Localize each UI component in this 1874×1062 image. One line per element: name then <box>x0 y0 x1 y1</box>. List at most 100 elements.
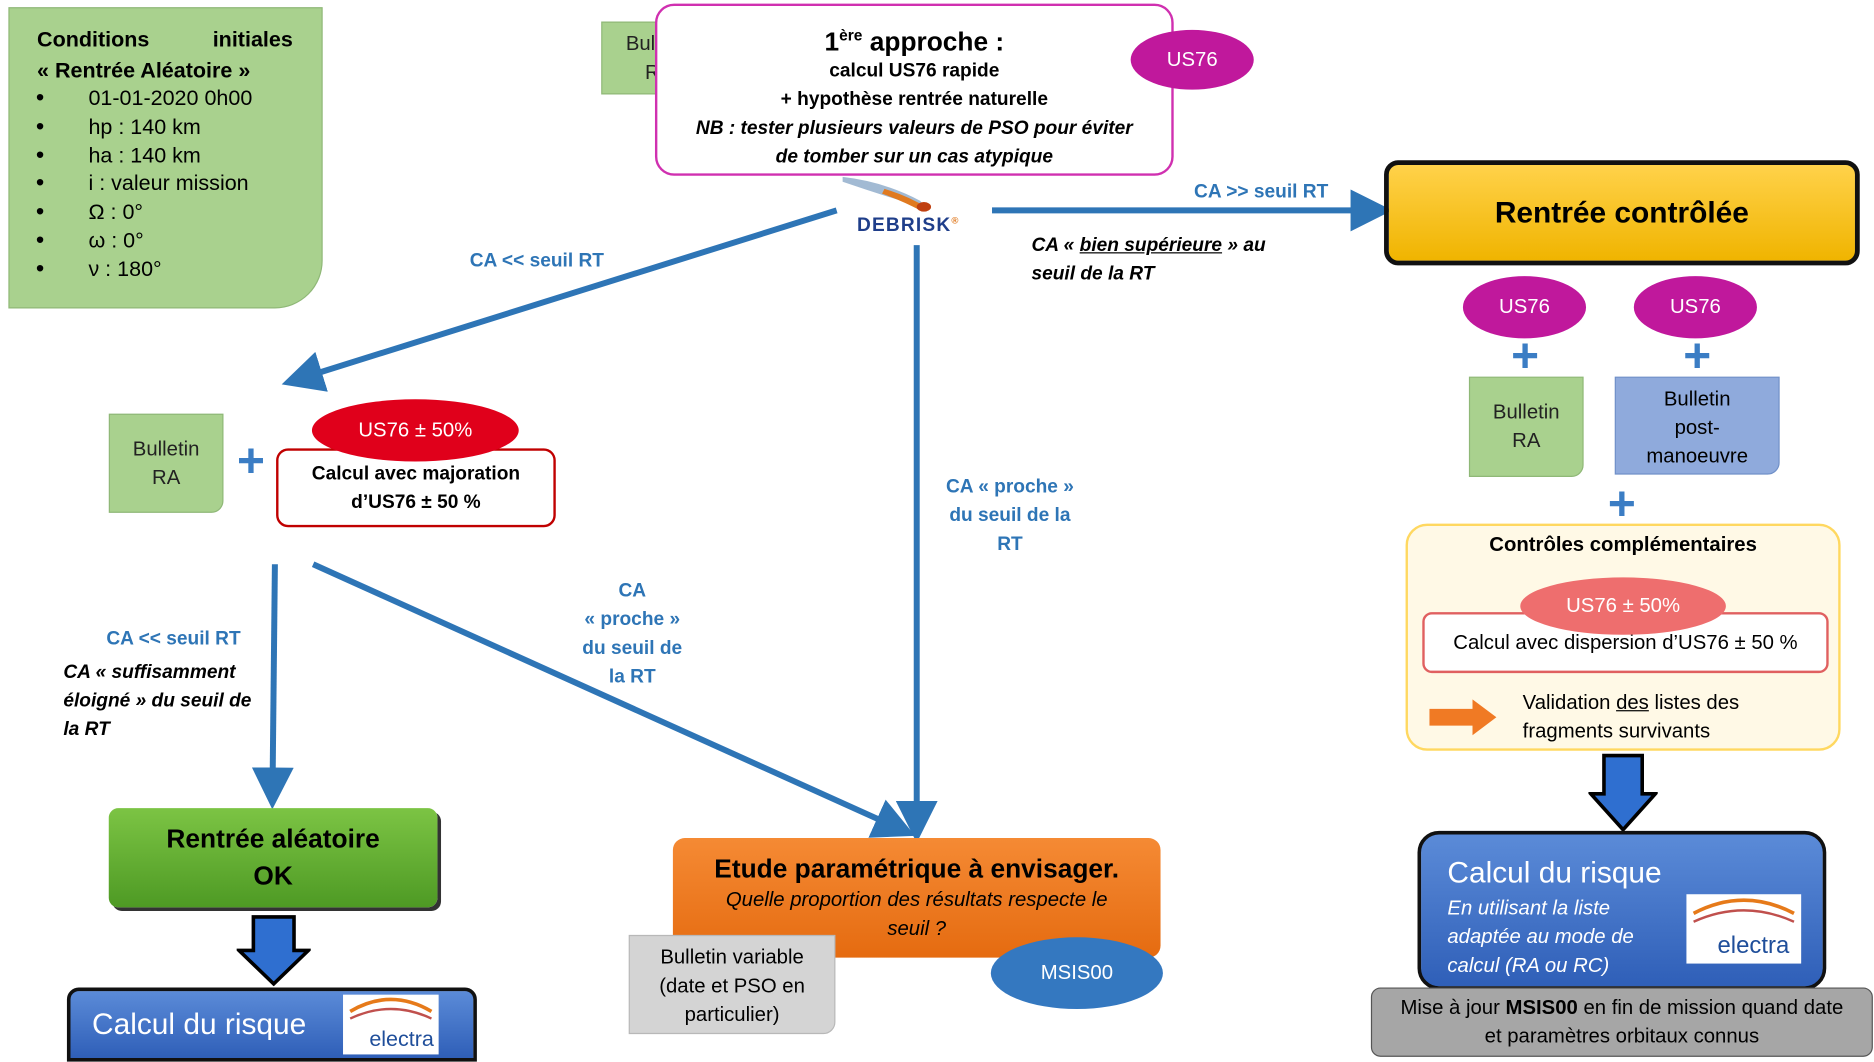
bulletin-label: Bulletin <box>1492 400 1560 424</box>
bulletin-line: post- <box>1674 416 1720 439</box>
down-arrow-icon <box>1588 753 1658 833</box>
dispersion-calc-text: Calcul avec dispersion d’US76 ± 50 % <box>1453 630 1798 654</box>
approach-title-text: approche : <box>862 26 1005 57</box>
nb-text-line2: de tomber sur un cas atypique <box>775 147 1054 168</box>
nb-text: : tester plusieurs valeurs de PSO pour é… <box>723 118 1133 140</box>
arrow-to-random-reentry <box>251 564 294 810</box>
bulletin-type: RA <box>152 465 181 489</box>
label-line: CA <box>618 581 647 602</box>
reentry-line: Rentrée aléatoire <box>166 823 380 854</box>
validation-prefix: Validation <box>1522 690 1617 714</box>
bulletin-line: manoeuvre <box>1646 444 1749 468</box>
calc-line: Calcul avec majoration <box>311 463 521 485</box>
label-well-above-line2: seuil de la RT <box>1031 264 1155 285</box>
label-well-above-prefix: CA « <box>1031 235 1080 256</box>
complementary-controls-box: Contrôles complémentaires Calcul avec di… <box>1405 523 1841 751</box>
condition-item: ha : 140 km <box>10 142 322 170</box>
dispersion-calc-box: Calcul avec dispersion d’US76 ± 50 % <box>1422 612 1829 674</box>
variable-bulletin-line: Bulletin variable <box>660 945 804 969</box>
right-arrow-icon <box>1429 699 1497 736</box>
validation-underlined: des <box>1616 690 1649 714</box>
risk-title: Calcul du risque <box>1447 855 1662 890</box>
approach-title-sup: ère <box>839 26 863 45</box>
random-reentry-ok-box: Rentrée aléatoire OK <box>108 808 438 908</box>
label-ca-close-left: CA « proche » du seuil de la RT <box>562 577 703 692</box>
validation-text: Validation des listes des fragments surv… <box>1523 689 1740 746</box>
approach-line2: + hypothèse rentrée naturelle <box>780 90 1048 111</box>
risk-subtitle-line: calcul (RA ou RC) <box>1447 954 1610 977</box>
label-ca-much-above: CA >> seuil RT <box>1194 181 1329 203</box>
parametric-question: Quelle proportion des résultats respecte… <box>725 888 1108 911</box>
update-prefix: Mise à jour <box>1400 995 1506 1019</box>
debrisk-logo: DEBRISK® <box>837 167 992 251</box>
label-line: la RT <box>63 719 110 741</box>
condition-item: hp : 140 km <box>10 113 322 141</box>
controlled-reentry-box: Rentrée contrôlée <box>1384 160 1860 266</box>
label-ca-much-below-top: CA << seuil RT <box>469 251 604 272</box>
variable-bulletin-line: (date et PSO en <box>659 974 805 998</box>
conditions-list: 01-01-2020 0h00 hp : 140 km ha : 140 km … <box>10 85 322 284</box>
debrisk-text: DEBRISK <box>856 215 952 236</box>
variable-bulletin-line: particulier) <box>684 1003 780 1026</box>
right-risk-box: Calcul du risque En utilisant la liste a… <box>1417 830 1827 990</box>
us76-ellipse-b: US76 <box>1633 276 1757 339</box>
initial-conditions-box: Conditions initiales « Rentrée Aléatoire… <box>8 7 323 309</box>
bulletin-type: RA <box>1512 429 1541 452</box>
validation-suffix: listes des <box>1648 690 1740 714</box>
conditions-title-left: Conditions <box>37 27 150 52</box>
update-suffix: en fin de mission quand date <box>1577 995 1844 1019</box>
risk-subtitle-line: En utilisant la liste <box>1447 896 1611 920</box>
us76-margin-ellipse-left: US76 ± 50% <box>311 399 519 462</box>
parametric-question: seuil ? <box>887 916 947 940</box>
condition-item: ν : 180° <box>10 256 322 284</box>
electra-logo: electra <box>343 994 439 1055</box>
label-ca-well-above: CA « bien supérieure » au seuil de la RT <box>1031 232 1265 289</box>
electra-text: electra <box>369 1026 434 1051</box>
plus-icon: + <box>237 435 265 488</box>
bulletin-label: Bulletin <box>132 436 200 460</box>
nb-label: NB <box>695 118 724 140</box>
electra-swoosh-icon <box>349 997 433 1020</box>
label-ca-far-left: CA « suffisamment éloigné » du seuil de … <box>63 659 251 745</box>
down-arrow-icon <box>236 915 311 987</box>
label-line: la RT <box>608 667 656 688</box>
label-ca-much-below-left: CA << seuil RT <box>106 628 241 650</box>
condition-item: i : valeur mission <box>10 170 322 198</box>
parametric-title: Etude paramétrique à envisager. <box>714 853 1120 884</box>
plus-icon: + <box>1511 329 1540 383</box>
approach-line1: calcul US76 rapide <box>829 61 1000 82</box>
risk-subtitle-line: adaptée au mode de <box>1447 925 1634 949</box>
label-line: CA « proche » <box>946 477 1074 498</box>
first-approach-box: 1ère approche : calcul US76 rapide + hyp… <box>654 3 1174 176</box>
label-line: RT <box>997 534 1023 555</box>
label-well-above-suffix: » au <box>1222 235 1266 256</box>
label-line: du seuil de <box>582 638 683 659</box>
variable-bulletin-box: Bulletin variable (date et PSO en partic… <box>628 934 836 1035</box>
electra-swoosh-icon <box>1692 898 1795 923</box>
rocket-icon <box>842 176 932 212</box>
condition-item: 01-01-2020 0h00 <box>10 85 322 113</box>
plus-icon: + <box>1607 478 1636 531</box>
calc-line: d’US76 ± 50 % <box>351 492 481 513</box>
electra-logo: electra <box>1686 894 1802 964</box>
controls-title: Contrôles complémentaires <box>1489 533 1757 556</box>
debrisk-mark: ® <box>951 215 960 226</box>
us76-ellipse-a: US76 <box>1462 276 1587 339</box>
risk-title: Calcul du risque <box>92 1007 307 1042</box>
update-line2: et paramètres orbitaux connus <box>1484 1024 1760 1048</box>
update-bold: MSIS00 <box>1505 995 1578 1019</box>
conditions-subtitle: « Rentrée Aléatoire » <box>37 58 251 83</box>
post-maneuver-bulletin: Bulletin post- manoeuvre <box>1614 376 1780 475</box>
risk-subtitle: En utilisant la liste adaptée au mode de… <box>1447 894 1633 980</box>
condition-item: ω : 0° <box>10 227 322 255</box>
left-risk-box: Calcul du risque electra <box>66 987 477 1062</box>
electra-text: electra <box>1717 932 1790 959</box>
msis00-ellipse: MSIS00 <box>990 937 1163 1010</box>
label-ca-close-center: CA « proche » du seuil de la RT <box>932 473 1087 559</box>
label-line: CA « suffisamment <box>63 662 236 683</box>
us76-margin-ellipse-right: US76 ± 50% <box>1520 577 1726 635</box>
arrow-to-left-branch <box>281 207 838 392</box>
approach-title-number: 1 <box>824 26 840 57</box>
controlled-reentry-title: Rentrée contrôlée <box>1494 195 1749 229</box>
validation-line2: fragments survivants <box>1522 719 1711 743</box>
